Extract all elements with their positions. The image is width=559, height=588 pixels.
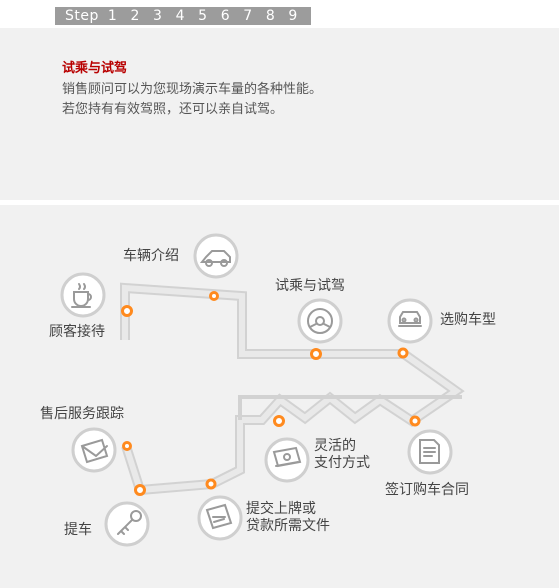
step-5[interactable]: 5	[198, 8, 208, 24]
flow-nodes	[121, 291, 421, 496]
label-pickup: 提车	[64, 522, 92, 538]
node-reception	[121, 305, 133, 317]
node-payment	[273, 415, 285, 427]
label-license-1: 提交上牌或	[246, 501, 316, 517]
node-test-drive	[310, 348, 322, 360]
step-6[interactable]: 6	[220, 8, 230, 24]
node-license	[205, 478, 217, 490]
label-intro: 车辆介绍	[123, 248, 179, 264]
step-9[interactable]: 9	[288, 8, 298, 24]
envelope-icon	[71, 427, 117, 473]
step-navigation: Step 1 2 3 4 5 6 7 8 9	[55, 7, 311, 25]
label-after-sales: 售后服务跟踪	[40, 406, 124, 422]
step-8[interactable]: 8	[265, 8, 275, 24]
label-payment-1: 灵活的	[314, 438, 356, 454]
step-title: 试乘与试驾	[62, 61, 128, 76]
label-test-drive: 试乘与试驾	[275, 278, 345, 294]
label-select-model: 选购车型	[440, 312, 496, 328]
step-description: 销售顾问可以为您现场演示车量的各种性能。若您持有有效驾照，还可以亲自试驾。	[62, 82, 323, 117]
steering-wheel-icon	[297, 298, 343, 344]
node-after-sales	[122, 441, 132, 451]
step-4[interactable]: 4	[175, 8, 185, 24]
step-1[interactable]: 1	[107, 8, 117, 24]
label-license-2: 贷款所需文件	[246, 518, 330, 534]
step-3[interactable]: 3	[153, 8, 162, 24]
car-front-icon	[387, 298, 433, 344]
car-side-icon	[193, 233, 239, 279]
label-reception: 顾客接待	[49, 324, 105, 340]
step-2[interactable]: 2	[130, 8, 140, 24]
step-label: Step	[65, 8, 99, 24]
node-select-model	[397, 347, 409, 359]
node-contract	[409, 415, 421, 427]
label-contract: 签订购车合同	[385, 482, 469, 498]
info-panel	[0, 0, 559, 200]
cup-icon	[60, 272, 106, 318]
step-7[interactable]: 7	[243, 8, 253, 24]
node-pickup	[134, 484, 146, 496]
flow-path	[120, 282, 465, 496]
node-intro	[209, 291, 219, 301]
label-payment-2: 支付方式	[314, 455, 370, 471]
